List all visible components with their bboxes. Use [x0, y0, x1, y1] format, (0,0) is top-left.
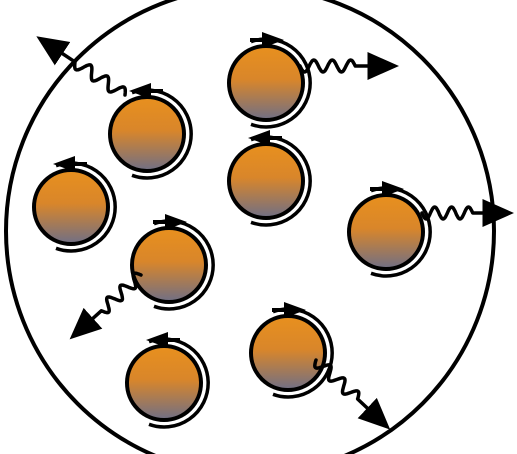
photon-arrow: [300, 60, 385, 72]
spin-particle: [132, 214, 213, 309]
spin-particle: [349, 181, 430, 276]
spin-particle: [229, 130, 310, 225]
spin-sphere: [229, 46, 303, 120]
spin-particle: [127, 332, 208, 427]
spin-particle: [251, 302, 332, 397]
photon-arrow: [422, 207, 500, 219]
spin-sphere: [132, 228, 206, 302]
spin-sphere: [229, 144, 303, 218]
spin-sphere: [349, 195, 423, 269]
spin-sphere: [251, 316, 325, 390]
spin-sphere: [110, 97, 184, 171]
spins-layer: [34, 32, 430, 427]
spin-particle: [110, 83, 191, 178]
spin-particle: [229, 32, 310, 127]
spin-particle: [34, 156, 115, 251]
photon-arrow: [80, 273, 141, 330]
photon-arrow: [315, 360, 380, 420]
spin-sphere: [34, 170, 108, 244]
spin-sphere: [127, 346, 201, 420]
